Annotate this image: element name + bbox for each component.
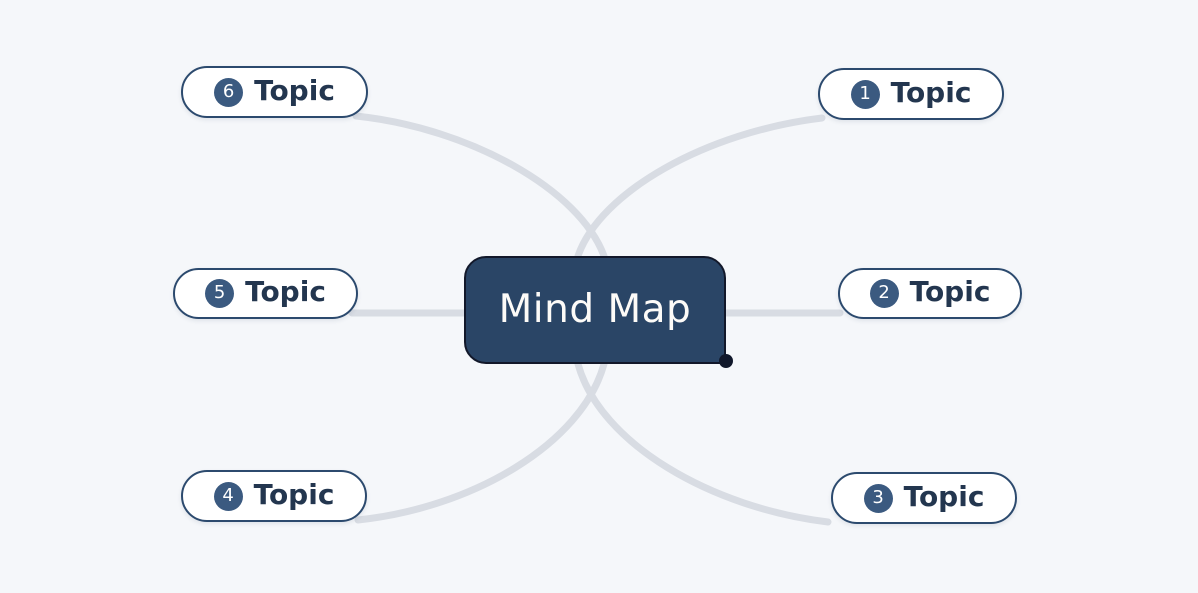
topic-node-6[interactable]: 6 Topic bbox=[181, 66, 368, 118]
connector-topic-4 bbox=[354, 360, 608, 524]
central-node-label: Mind Map bbox=[498, 286, 692, 332]
topic-node-3[interactable]: 3 Topic bbox=[831, 472, 1017, 524]
topic-number-badge: 2 bbox=[869, 279, 899, 308]
topic-node-4[interactable]: 4 Topic bbox=[181, 470, 367, 522]
topic-label: Topic bbox=[903, 479, 985, 513]
topic-node-5[interactable]: 5 Topic bbox=[173, 268, 358, 319]
topic-label: Topic bbox=[253, 477, 335, 511]
central-node[interactable]: Mind Map bbox=[464, 256, 726, 364]
connector-topic-3 bbox=[574, 360, 832, 526]
topic-node-1[interactable]: 1 Topic bbox=[818, 68, 1004, 120]
topic-label: Topic bbox=[245, 275, 326, 308]
topic-number-badge: 5 bbox=[205, 279, 235, 308]
connector-topic-6 bbox=[352, 112, 608, 260]
topic-number-badge: 1 bbox=[850, 79, 880, 109]
topic-number-badge: 3 bbox=[863, 483, 893, 513]
topic-node-2[interactable]: 2 Topic bbox=[838, 268, 1022, 319]
topic-number-badge: 4 bbox=[213, 481, 243, 511]
topic-label: Topic bbox=[254, 73, 335, 107]
topic-number-badge: 6 bbox=[214, 77, 244, 107]
connector-topic-1 bbox=[574, 114, 826, 260]
topic-label: Topic bbox=[909, 275, 991, 308]
topic-label: Topic bbox=[890, 75, 972, 109]
central-node-resize-handle[interactable] bbox=[719, 354, 733, 368]
